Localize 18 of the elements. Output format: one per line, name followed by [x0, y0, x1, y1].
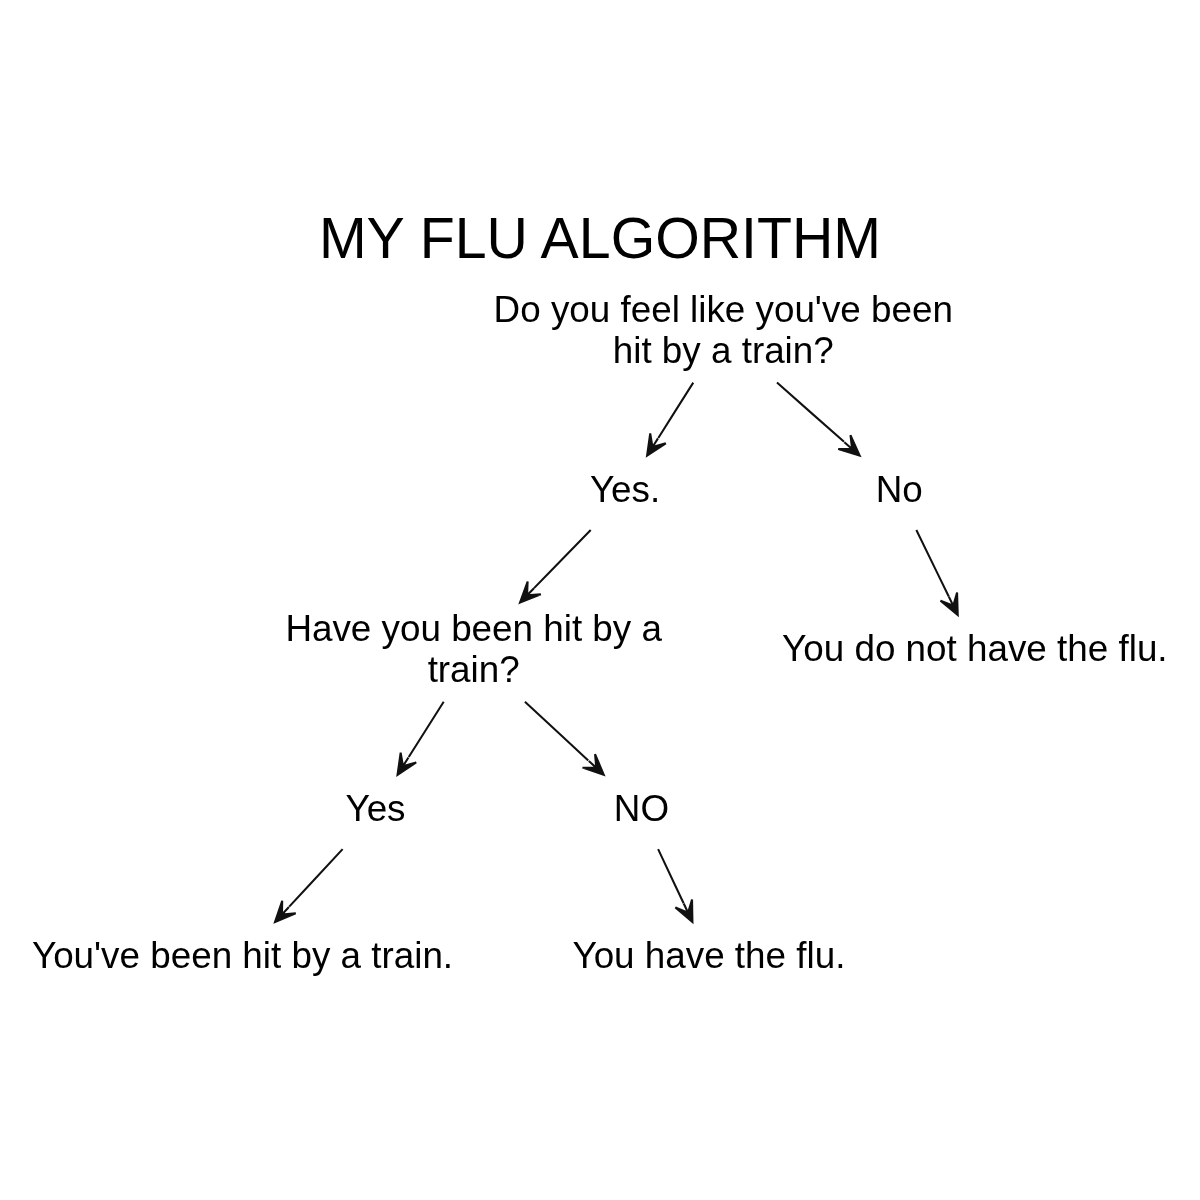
arrow: [524, 700, 605, 776]
arrow: [646, 382, 695, 457]
arrow: [915, 529, 959, 616]
arrow: [657, 848, 694, 923]
node-text: No: [875, 468, 923, 510]
arrow: [776, 381, 861, 457]
node-text: Yes.: [589, 468, 661, 510]
node-text: You do not have the flu.: [782, 628, 1168, 670]
node-text: Do you feel like you've been hit by a train?: [493, 288, 953, 371]
arrow: [396, 701, 445, 776]
arrow: [518, 529, 592, 604]
node-text: You've been hit by a train.: [31, 935, 454, 976]
node-text: Have you been hit by a train?: [285, 607, 662, 690]
diagram-title: MY FLU ALGORITHM: [318, 206, 882, 271]
node-text: NO: [613, 787, 670, 829]
node-text: You have the flu.: [572, 935, 846, 976]
arrow: [274, 848, 344, 923]
node-text: Yes: [345, 787, 406, 829]
